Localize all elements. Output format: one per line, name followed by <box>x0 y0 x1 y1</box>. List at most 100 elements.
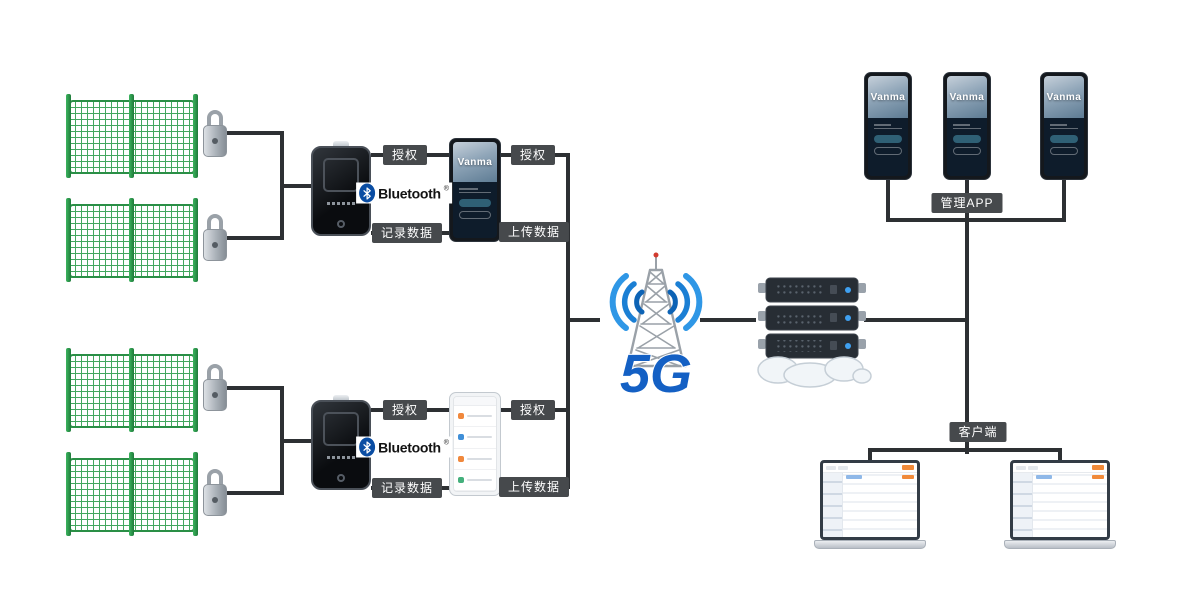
vanma-app-phone: Vanma <box>864 72 912 180</box>
login-hero-image: Vanma <box>1044 76 1084 118</box>
padlock-icon <box>202 469 228 517</box>
padlock-shackle <box>207 110 223 128</box>
decor-bar <box>1016 465 1026 470</box>
email-field <box>1050 123 1078 129</box>
fence-icon <box>66 348 198 432</box>
connector-line <box>886 218 1066 222</box>
login-button <box>953 135 981 143</box>
login-button <box>874 135 902 143</box>
connector-line <box>700 318 756 322</box>
connector-line <box>965 218 969 454</box>
login-form <box>868 118 908 176</box>
upload-data-label: 上传数据 <box>498 222 570 242</box>
login-button <box>1050 135 1078 143</box>
connector-line <box>280 386 284 495</box>
webapp-header <box>1013 463 1107 473</box>
server-svg <box>757 277 872 388</box>
login-form <box>947 118 987 176</box>
padlock-keyhole <box>212 242 218 248</box>
fence-post <box>129 348 134 432</box>
register-button <box>874 147 902 155</box>
laptop-screen <box>1010 460 1110 540</box>
antenna-tip <box>653 252 659 258</box>
record-item-icon <box>458 455 464 462</box>
webapp-body <box>823 473 917 537</box>
record-item-icon <box>458 413 464 420</box>
action-button <box>1092 465 1104 470</box>
registered-mark: ® <box>443 439 449 447</box>
record-list-item <box>454 427 496 449</box>
cloud-icon <box>757 356 872 388</box>
server-icon <box>752 272 872 390</box>
authorize-label: 授权 <box>382 400 428 420</box>
fence-post <box>129 452 134 536</box>
lock-text-marks <box>327 202 355 205</box>
fence-icon <box>66 198 198 282</box>
bluetooth-icon <box>359 437 376 457</box>
record-list-phone <box>449 392 501 496</box>
lock-keyhole <box>337 474 345 482</box>
login-hero-image: Vanma <box>947 76 987 118</box>
action-button <box>902 465 914 470</box>
vanma-app-phone: Vanma <box>449 138 501 242</box>
fence-post <box>193 94 198 178</box>
webapp-body <box>1013 473 1107 537</box>
lock-reader-zone <box>323 158 359 192</box>
server-unit <box>758 277 866 303</box>
connector-line <box>224 386 284 390</box>
register-button <box>953 147 981 155</box>
authorize-label: 授权 <box>510 400 556 420</box>
bluetooth-icon <box>359 183 376 203</box>
padlock-icon <box>202 364 228 412</box>
padlock-icon <box>202 214 228 262</box>
fence-icon <box>66 452 198 536</box>
record-item-icon <box>458 434 464 441</box>
connector-line <box>1062 180 1066 220</box>
fence-icon <box>66 94 198 178</box>
padlock-keyhole <box>212 497 218 503</box>
upload-data-label: 上传数据 <box>498 477 570 497</box>
vanma-brand-text: Vanma <box>457 156 493 168</box>
padlock-icon <box>202 110 228 158</box>
laptop-base <box>814 540 926 549</box>
phone-screen <box>453 396 497 492</box>
connector-line <box>224 131 284 135</box>
client-laptop-icon <box>1004 460 1116 556</box>
tower-svg: 5G <box>609 252 703 405</box>
phone-screen: Vanma <box>1044 76 1084 176</box>
fence-post <box>193 198 198 282</box>
fence-post <box>66 94 71 178</box>
client-label: 客户端 <box>949 422 1007 442</box>
vanma-brand-text: Vanma <box>870 91 906 103</box>
connector-line <box>566 153 570 489</box>
connector-line <box>280 131 284 240</box>
record-list <box>454 406 496 491</box>
register-button <box>459 211 491 220</box>
phone-appbar <box>454 397 496 406</box>
padlock-keyhole <box>212 392 218 398</box>
connector-line <box>868 448 1062 452</box>
decor-bar <box>1028 465 1038 470</box>
connector-line <box>570 318 600 322</box>
login-hero-image: Vanma <box>453 142 497 183</box>
email-field <box>953 123 981 129</box>
five-g-label: 5G <box>620 344 692 400</box>
connector-line <box>868 448 872 466</box>
fence-post <box>129 94 134 178</box>
server-unit <box>758 333 866 359</box>
authorize-label: 授权 <box>510 145 556 165</box>
vanma-brand-text: Vanma <box>949 91 985 103</box>
bluetooth-badge: Bluetooth ® <box>356 182 452 204</box>
padlock-keyhole <box>212 138 218 144</box>
vanma-brand-text: Vanma <box>1046 91 1082 103</box>
fence-post <box>193 348 198 432</box>
fence-post <box>129 198 134 282</box>
decor-bar <box>838 465 848 470</box>
phone-screen: Vanma <box>868 76 908 176</box>
decor-bar <box>826 465 836 470</box>
padlock-shackle <box>207 214 223 232</box>
connector-line <box>1058 448 1062 466</box>
registered-mark: ® <box>443 185 449 193</box>
fence-post <box>66 198 71 282</box>
